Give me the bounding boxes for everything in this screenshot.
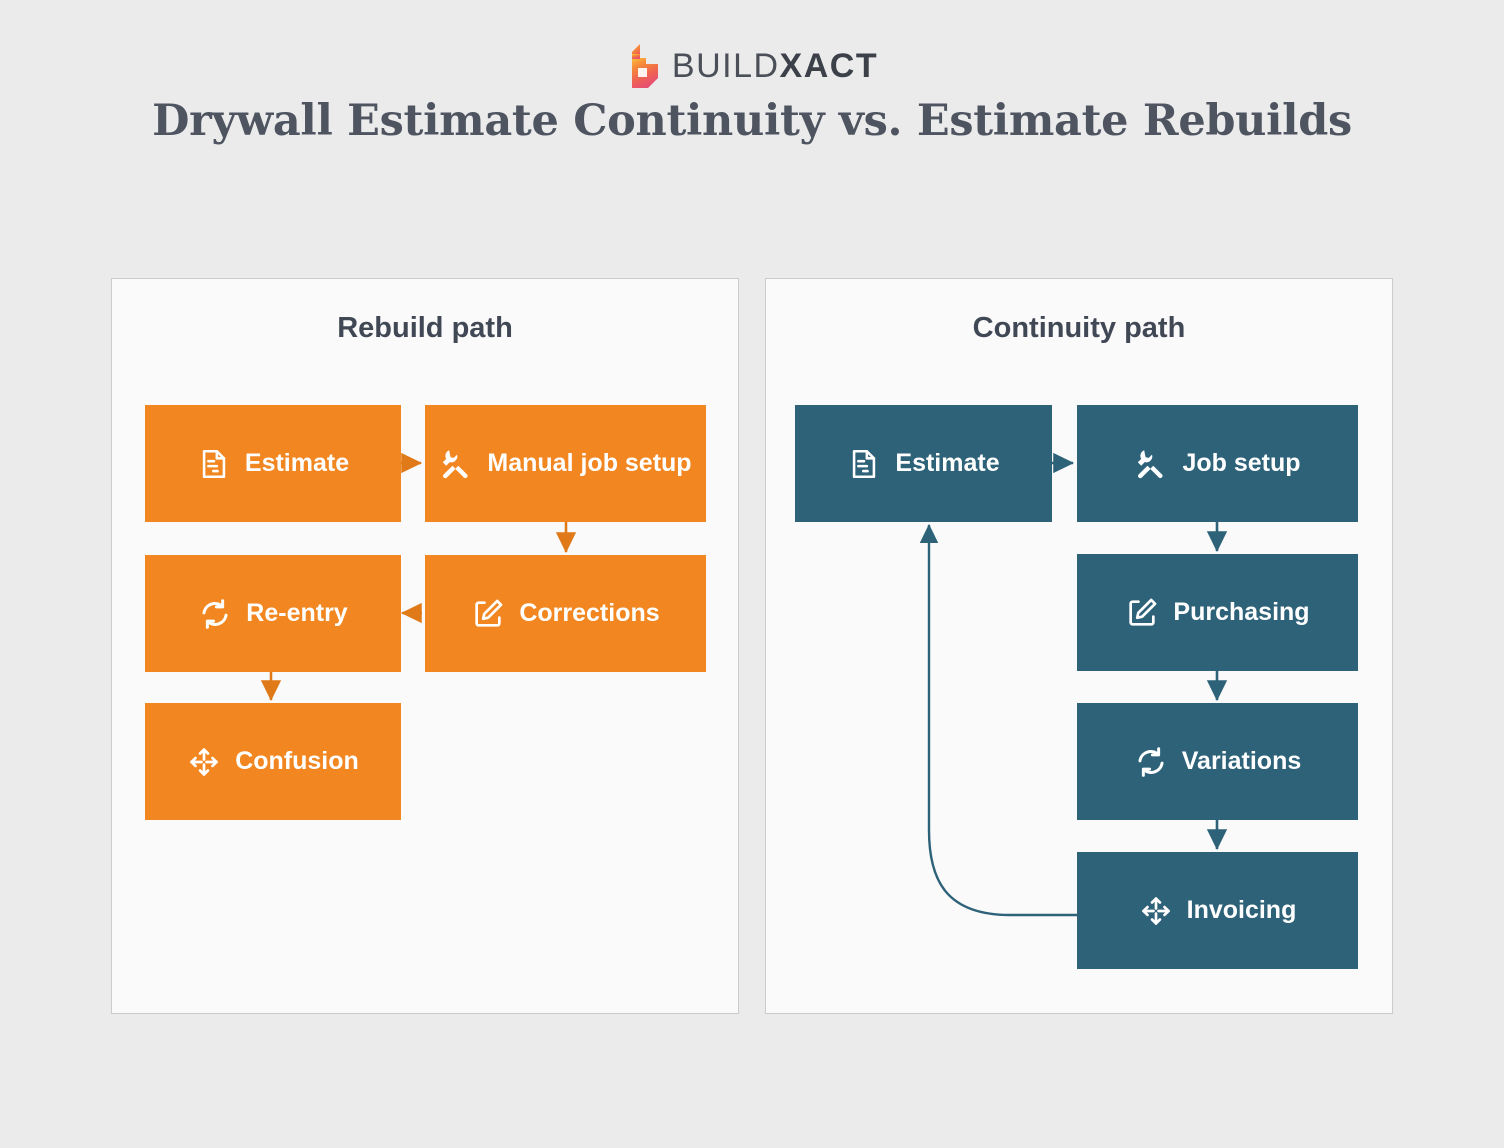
node-label: Job setup [1182,449,1301,477]
node-label: Re-entry [246,599,348,627]
node-rebuild-re-entry[interactable]: Re-entry [145,555,401,672]
node-label: Estimate [895,449,1000,477]
four-way-arrows-icon [187,745,221,779]
node-label: Manual job setup [487,449,692,477]
node-continuity-variations[interactable]: Variations [1077,703,1358,820]
buildxact-b-logo-icon [626,44,660,88]
node-rebuild-confusion[interactable]: Confusion [145,703,401,820]
node-continuity-estimate[interactable]: Estimate [795,405,1052,522]
refresh-cycle-icon [1134,745,1168,779]
node-label: Confusion [235,747,359,775]
node-label: Estimate [244,449,350,477]
panel-heading-rebuild: Rebuild path [337,312,513,344]
page-title: Drywall Estimate Continuity vs. Estimate… [152,96,1352,146]
brand-wordmark-build: BUILD [671,47,780,85]
node-rebuild-estimate[interactable]: Estimate [145,405,401,522]
brand-wordmark: BUILDXACT [672,49,878,83]
refresh-cycle-icon [198,597,232,631]
edit-pencil-icon [471,597,505,631]
tools-icon [1134,447,1168,481]
brand-wordmark-xact: XACT [779,47,879,85]
node-label: Purchasing [1173,598,1310,626]
node-label: Invoicing [1186,896,1297,924]
node-label: Variations [1181,747,1302,775]
node-continuity-purchasing[interactable]: Purchasing [1077,554,1358,671]
edit-pencil-icon [1125,596,1159,630]
node-rebuild-manual-job-setup[interactable]: Manual job setup [425,405,706,522]
document-icon [197,447,231,481]
panel-heading-continuity: Continuity path [972,312,1186,344]
node-rebuild-corrections[interactable]: Corrections [425,555,706,672]
document-icon [847,447,881,481]
node-label: Corrections [519,599,660,627]
four-way-arrows-icon [1139,894,1173,928]
brand-lockup: BUILDXACT [0,44,1504,88]
node-continuity-job-setup[interactable]: Job setup [1077,405,1358,522]
tools-icon [439,447,473,481]
node-continuity-invoicing[interactable]: Invoicing [1077,852,1358,969]
